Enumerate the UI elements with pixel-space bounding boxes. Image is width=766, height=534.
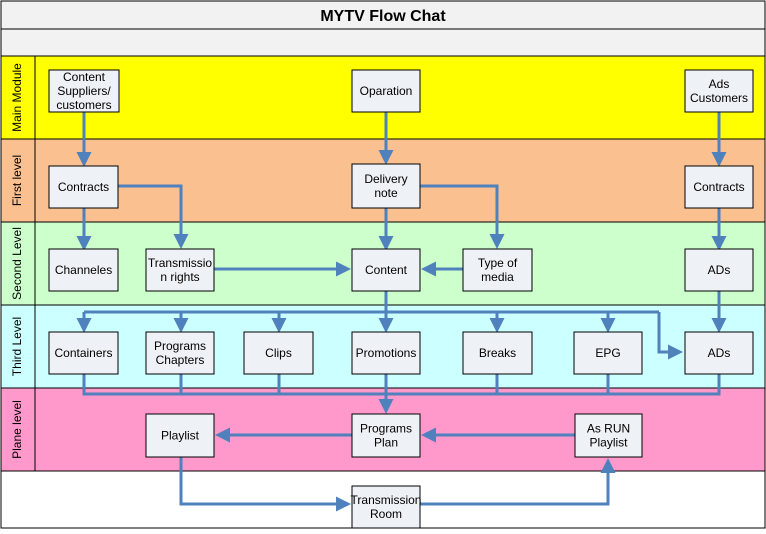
arrow-bus-to-ads-third xyxy=(657,312,683,360)
lane-label-third: Third Level xyxy=(10,317,24,376)
node-containers: Containers xyxy=(48,331,119,375)
subheader-bar xyxy=(0,28,766,57)
node-label: EPG xyxy=(595,346,620,360)
node-label: As RUN xyxy=(587,422,630,436)
node-label: note xyxy=(374,186,398,200)
node-label: Clips xyxy=(265,346,292,360)
node-label: Delivery xyxy=(364,172,407,186)
node-content: Content xyxy=(351,248,421,292)
node-label: Suppliers/ xyxy=(57,84,111,98)
node-label: Promotions xyxy=(356,346,417,360)
node-label: Channeles xyxy=(55,263,112,277)
node-label: Playlist xyxy=(589,436,628,450)
node-label: Programs xyxy=(154,339,206,353)
node-label: Content xyxy=(365,263,408,277)
node-label: Breaks xyxy=(479,346,516,360)
node-label: ADs xyxy=(708,346,731,360)
title-bar xyxy=(0,0,766,30)
connectors xyxy=(76,112,727,512)
node-label: n rights xyxy=(160,270,199,284)
node-label: Type of xyxy=(478,256,518,270)
node-label: Transmission xyxy=(351,493,422,507)
node-label: Playlist xyxy=(161,429,200,443)
node-transmission-rights: Transmission rights xyxy=(145,248,215,292)
lane-label-plane: Plane level xyxy=(10,400,24,459)
node-breaks: Breaks xyxy=(462,331,533,375)
node-label: Oparation xyxy=(360,84,413,98)
lane-label-first: First level xyxy=(10,155,24,206)
node-label: Plan xyxy=(374,436,398,450)
node-promotions: Promotions xyxy=(351,331,421,375)
arrow-playlist-to-room xyxy=(179,457,351,512)
node-label: Customers xyxy=(690,91,748,105)
node-label: media xyxy=(481,270,514,284)
node-clips: Clips xyxy=(243,331,314,375)
node-ads-third: ADs xyxy=(684,331,754,375)
node-label: Containers xyxy=(54,346,112,360)
node-label: customers xyxy=(56,98,111,112)
node-playlist: Playlist xyxy=(145,413,215,458)
node-contracts-right: Contracts xyxy=(684,165,754,209)
node-label: Contracts xyxy=(58,180,109,194)
node-label: Content xyxy=(63,70,106,84)
node-ads-second: ADs xyxy=(684,248,754,292)
arrow-contracts-to-rights xyxy=(118,184,189,249)
node-epg: EPG xyxy=(573,331,643,375)
node-label: ADs xyxy=(708,263,731,277)
node-label: Ads xyxy=(709,77,730,91)
node-operation: Oparation xyxy=(351,69,421,113)
node-label: Transmissio xyxy=(148,256,213,270)
node-label: Room xyxy=(370,507,402,521)
node-label: Chapters xyxy=(156,353,205,367)
node-contracts-left: Contracts xyxy=(48,165,119,209)
chart-title: MYTV Flow Chat xyxy=(320,8,446,25)
node-label: Programs xyxy=(360,422,412,436)
collection-bus xyxy=(82,374,721,396)
node-channels: Channeles xyxy=(48,248,119,292)
lane-label-second: Second Level xyxy=(10,227,24,300)
arrow-room-to-asrun xyxy=(420,458,616,506)
lane-label-main: Main Module xyxy=(10,63,24,132)
arrow-delivery-to-media xyxy=(420,184,505,249)
node-label: Contracts xyxy=(693,180,744,194)
